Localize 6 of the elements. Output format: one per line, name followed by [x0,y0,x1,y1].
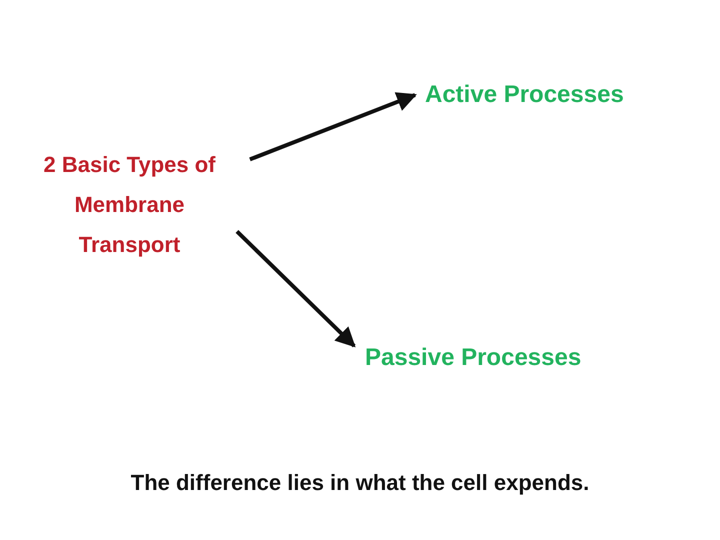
topic-text: 2 Basic Types of Membrane Transport [22,145,237,265]
branch-text: Passive Processes [365,343,582,373]
arrow [249,92,417,162]
branch-text: Active Processes [425,80,624,110]
arrow [236,230,356,348]
caption: The difference lies in what the cell expends. [130,470,590,496]
